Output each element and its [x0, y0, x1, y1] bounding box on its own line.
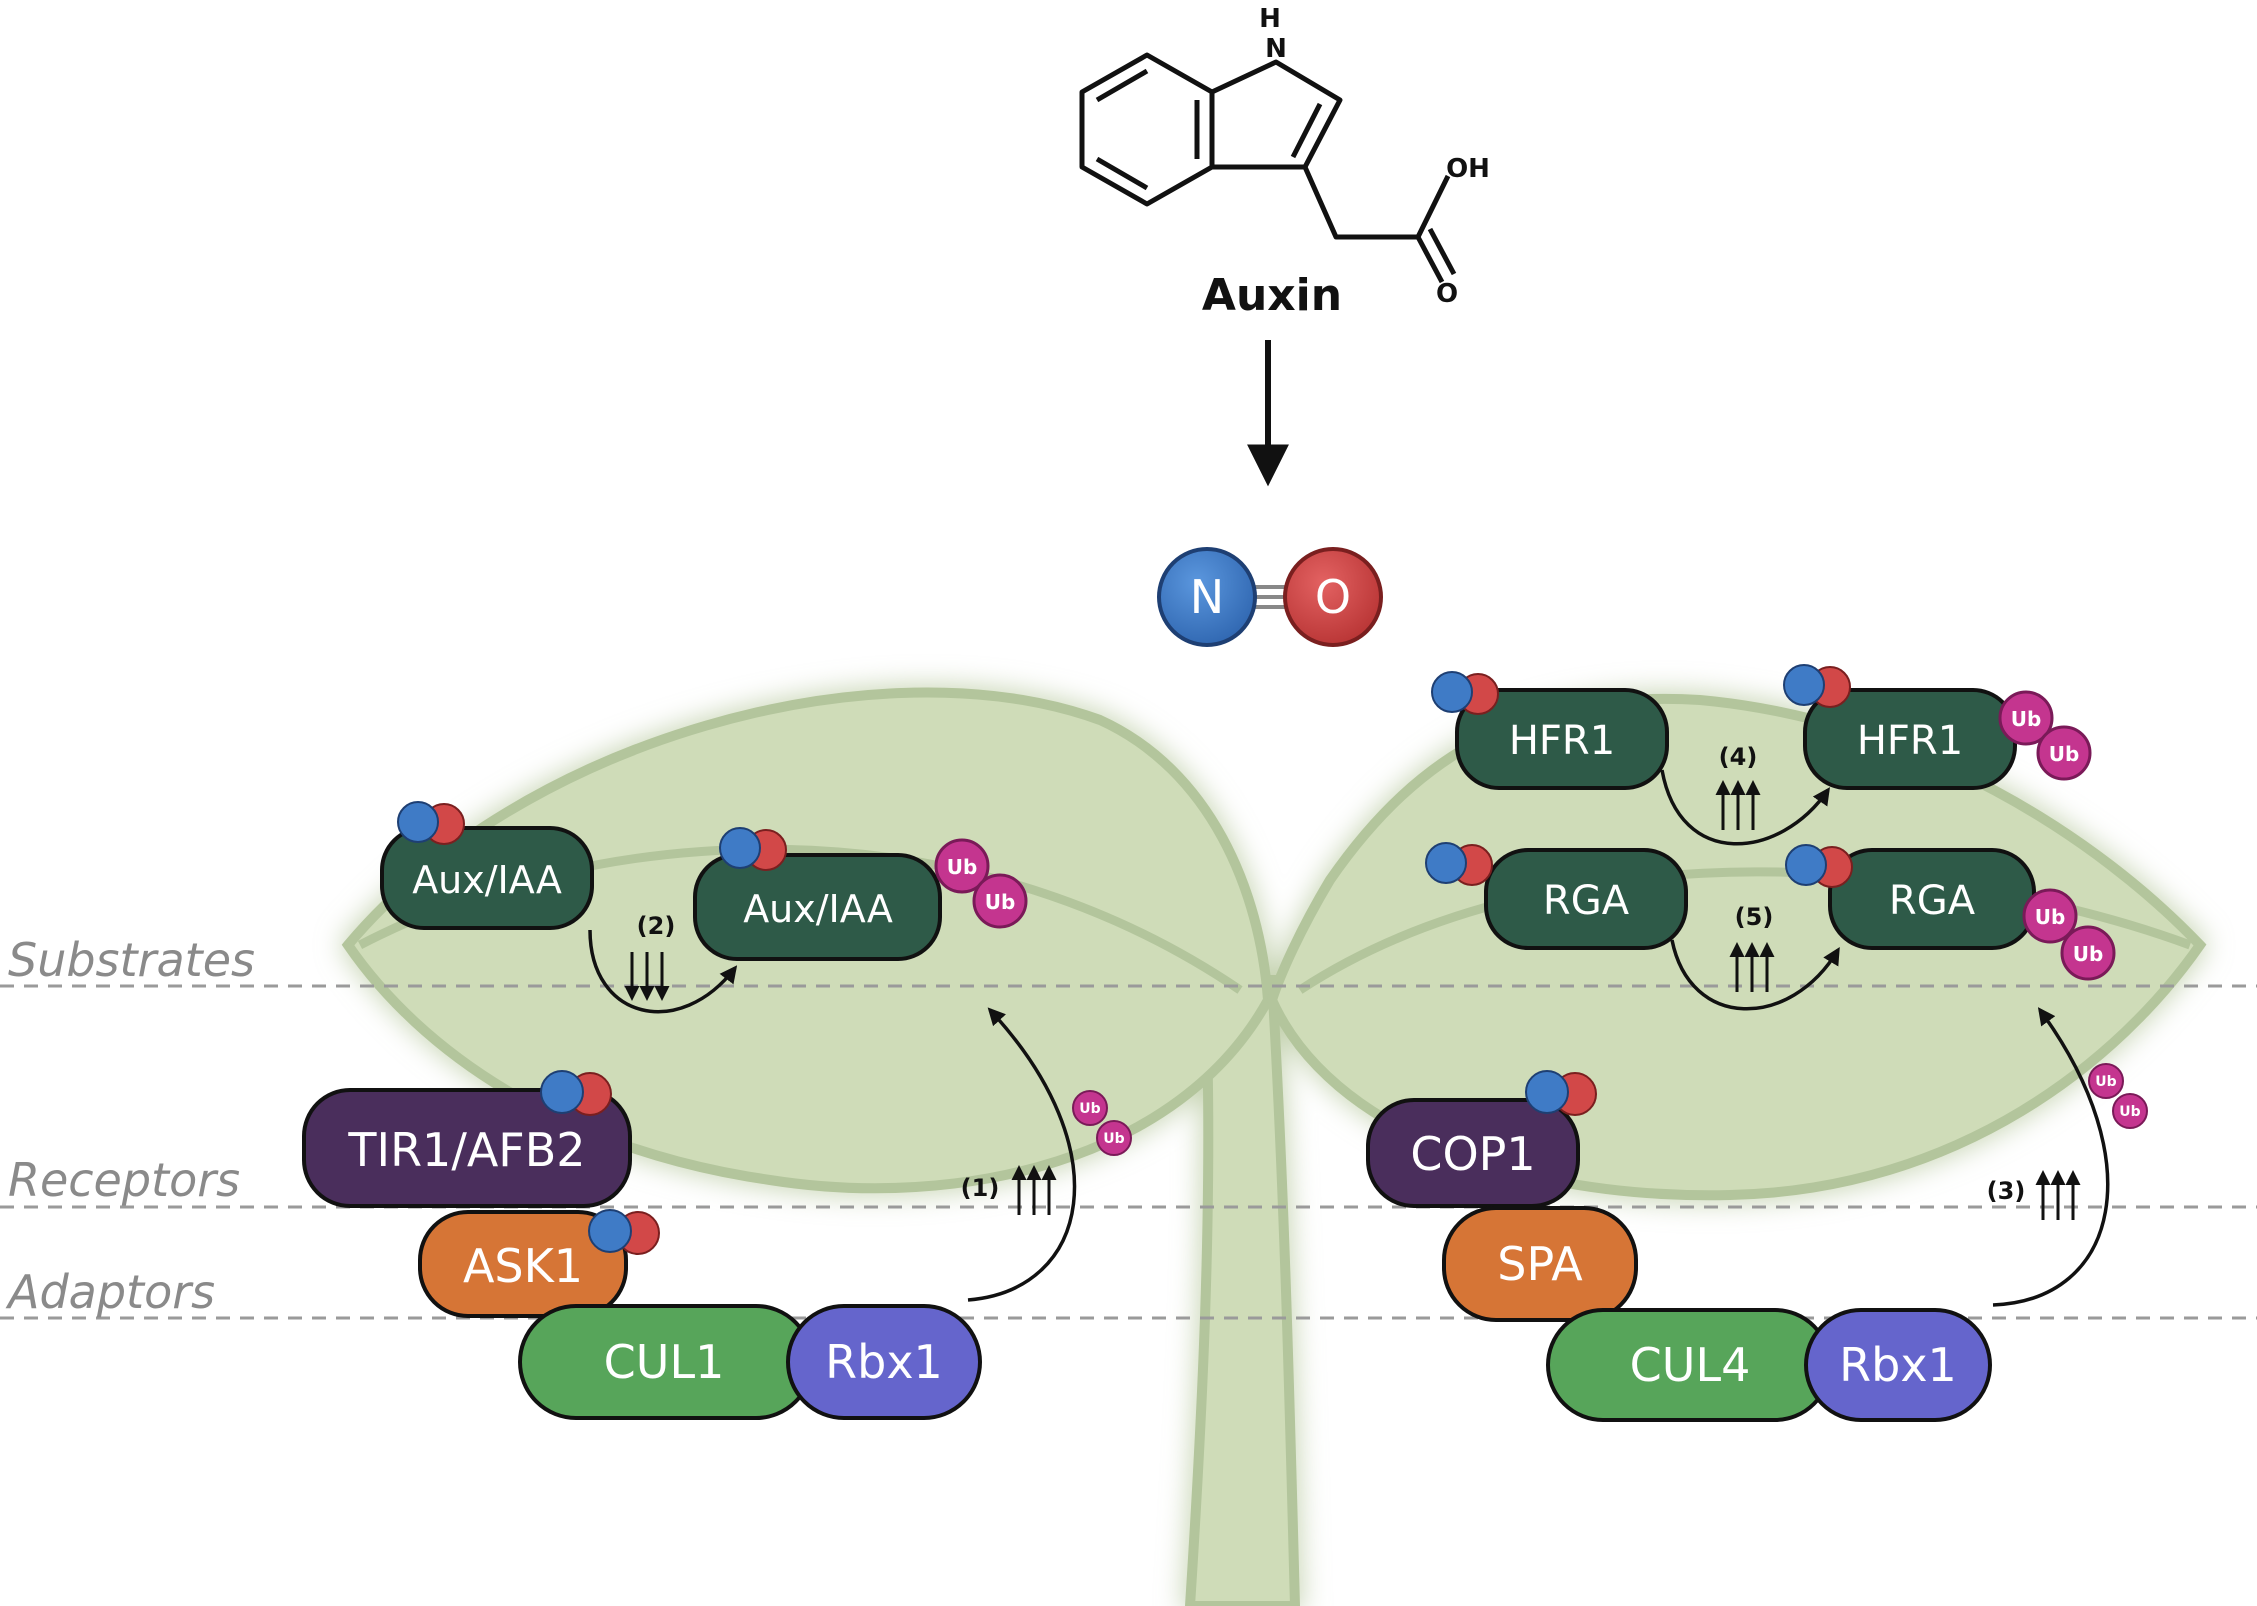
auxiaa-substrate-after	[693, 853, 942, 961]
up-arrows-icon	[2035, 1170, 2081, 1220]
rbx1-ring-right	[1804, 1308, 1992, 1422]
auxin-atom-o: O	[1436, 279, 1458, 309]
auxin-label: Auxin	[1202, 270, 1342, 321]
ub-label: Ub	[2035, 905, 2066, 929]
cul4-label: CUL4	[1630, 1338, 1751, 1392]
no-tag-icon	[1525, 1070, 1597, 1116]
up-arrows-icon	[1715, 780, 1761, 830]
ub-tag-icon	[1998, 690, 2092, 781]
step-1-label: (1)	[961, 1174, 1000, 1202]
tir1-afb2-receptor	[302, 1088, 632, 1208]
hfr1-before-label: HFR1	[1509, 718, 1615, 764]
ub-label: Ub	[1079, 1101, 1100, 1117]
hfr1-after-label: HFR1	[1857, 718, 1963, 764]
rbx1-right-label: Rbx1	[1839, 1338, 1957, 1392]
auxin-atom-oh: OH	[1446, 154, 1490, 184]
step-2-arrow	[588, 929, 738, 1014]
ub-label: Ub	[947, 855, 978, 879]
rga-after-label: RGA	[1889, 878, 1976, 924]
leaf-midrib-right	[1297, 867, 2192, 994]
no-tag-icon	[1425, 842, 1493, 886]
ask1-label: ASK1	[463, 1239, 583, 1293]
spa-adaptor	[1442, 1206, 1638, 1322]
ub-label: Ub	[2011, 707, 2042, 731]
free-ub-icon	[2088, 1063, 2148, 1129]
no-oxygen-atom	[1283, 547, 1383, 647]
auxiaa-before-label: Aux/IAA	[412, 858, 562, 902]
auxin-atom-n: N	[1265, 34, 1287, 64]
rga-substrate-before	[1484, 848, 1688, 950]
auxiaa-substrate-before	[380, 826, 594, 930]
ub-label: Ub	[2095, 1074, 2116, 1090]
ask1-adaptor	[418, 1210, 628, 1318]
lane-label-substrates: Substrates	[8, 933, 255, 987]
cop1-receptor	[1366, 1098, 1580, 1208]
no-tag-icon	[1785, 844, 1853, 888]
up-arrows-icon	[1729, 942, 1775, 992]
step-4-arrow	[1660, 769, 1830, 846]
tir1-afb2-label: TIR1/AFB2	[347, 1123, 585, 1177]
step-4-label: (4)	[1719, 743, 1758, 771]
step-2-label: (2)	[637, 912, 676, 940]
ub-label: Ub	[2119, 1104, 2140, 1120]
no-tag-icon	[1783, 664, 1851, 708]
step-3-arrow	[1992, 1007, 2110, 1307]
no-tag-icon	[397, 801, 465, 845]
plant-stem	[1184, 975, 1301, 1606]
auxin-atom-h: H	[1259, 4, 1281, 34]
no-tag-icon	[540, 1070, 612, 1116]
no-tag-icon	[1431, 671, 1499, 715]
ub-label: Ub	[2049, 742, 2080, 766]
step-5-label: (5)	[1735, 903, 1774, 931]
rbx1-ring-left	[786, 1304, 982, 1420]
lane-label-receptors: Receptors	[8, 1153, 240, 1207]
up-arrows-icon	[1011, 1165, 1057, 1215]
step-1-arrow	[967, 1007, 1077, 1302]
ub-label: Ub	[2073, 942, 2104, 966]
lane-label-adaptors: Adaptors	[5, 1265, 215, 1319]
step-5-arrow	[1670, 939, 1840, 1011]
step-3-label: (3)	[1987, 1177, 2026, 1205]
rbx1-left-label: Rbx1	[825, 1335, 943, 1389]
no-o-label: O	[1315, 570, 1351, 624]
auxiaa-after-label: Aux/IAA	[743, 887, 893, 931]
cop1-label: COP1	[1410, 1127, 1535, 1181]
auxin-structure	[1079, 52, 1457, 284]
no-tag-icon	[588, 1209, 660, 1255]
hfr1-substrate-before	[1455, 688, 1669, 790]
no-tag-icon	[719, 827, 787, 871]
ub-tag-icon	[934, 838, 1028, 929]
down-arrows-icon	[624, 952, 670, 1001]
cul1-label: CUL1	[604, 1335, 725, 1389]
spa-label: SPA	[1497, 1237, 1583, 1291]
ub-tag-icon	[2022, 888, 2116, 981]
free-ub-icon	[1072, 1090, 1132, 1156]
ub-label: Ub	[985, 890, 1016, 914]
no-n-label: N	[1190, 570, 1224, 624]
ub-label: Ub	[1103, 1131, 1124, 1147]
nitric-oxide-molecule	[1157, 547, 1383, 647]
rga-before-label: RGA	[1543, 878, 1630, 924]
no-nitrogen-atom	[1157, 547, 1257, 647]
